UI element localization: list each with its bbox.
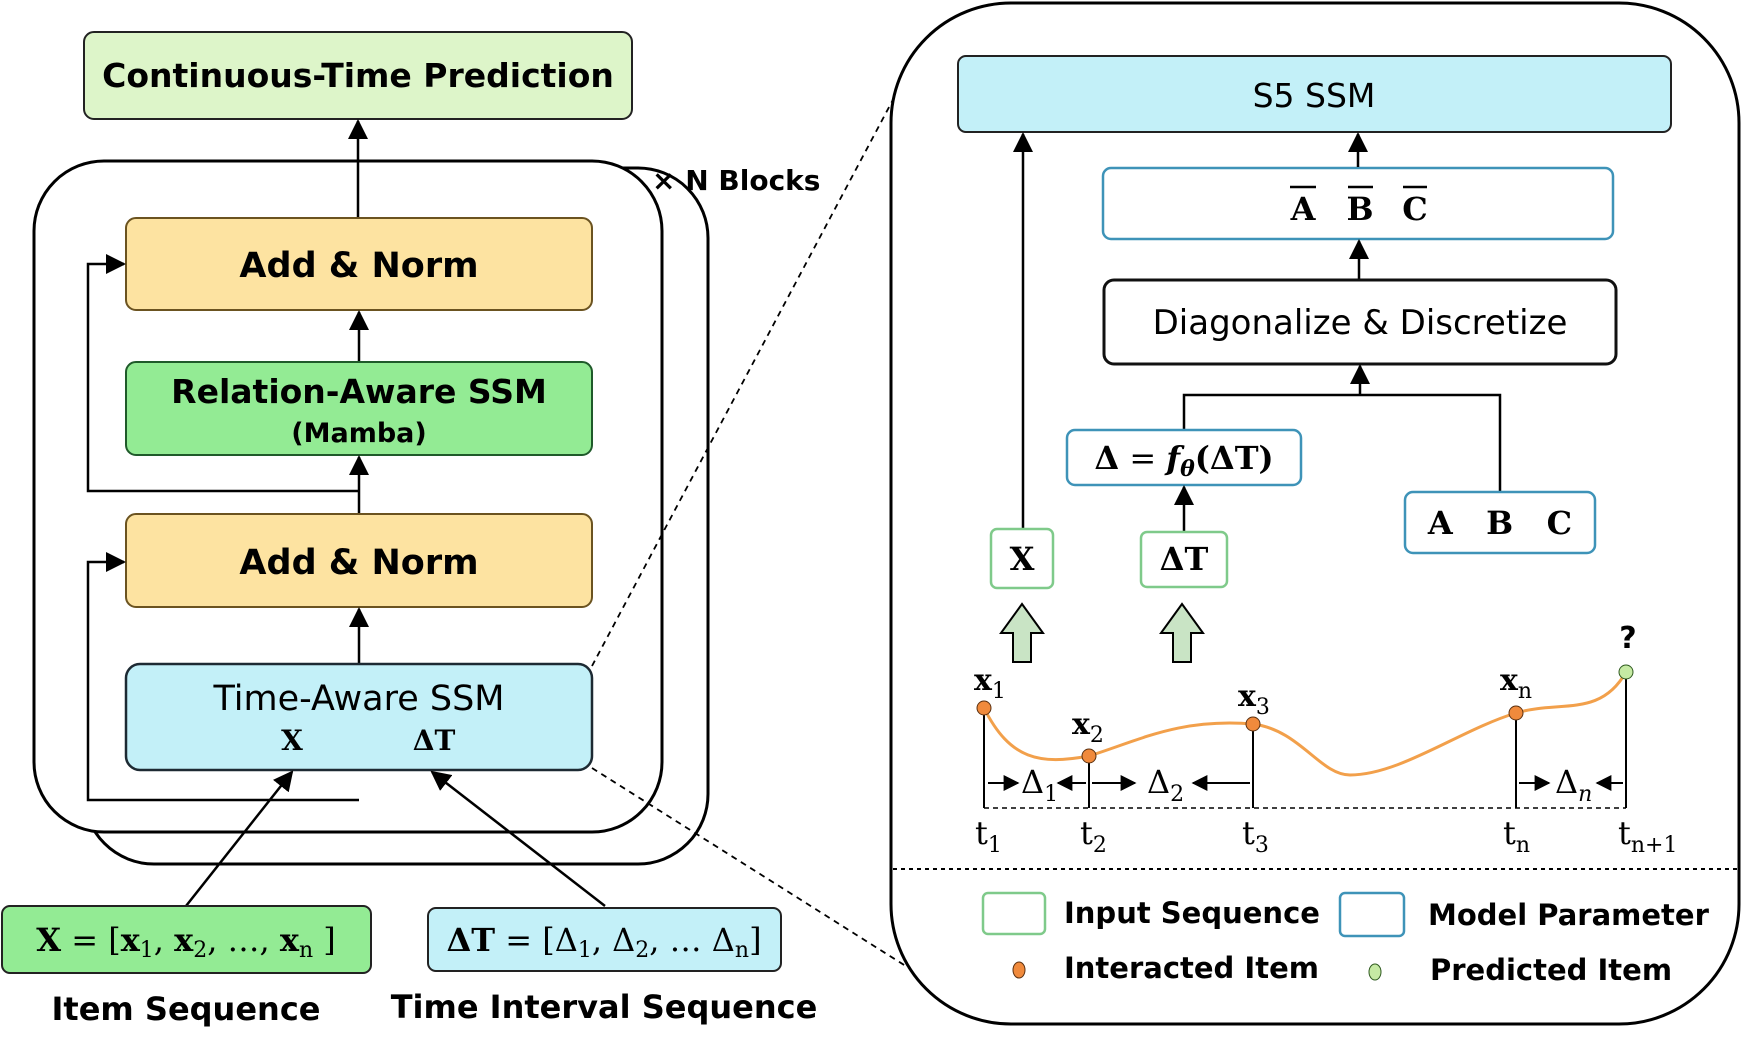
legend-interacted-label: Interacted Item xyxy=(1064,951,1319,985)
item-sequence-box: X = [x1, x2, …, xn ] xyxy=(1,905,372,974)
abc-param-box: A B C xyxy=(1403,490,1597,555)
prediction-box: Continuous-Time Prediction xyxy=(83,31,633,120)
legend: Input Sequence Model Parameter Interacte… xyxy=(981,891,1710,987)
time-ssm-box: Time-Aware SSM X ΔT xyxy=(124,662,594,772)
abar-label: A xyxy=(1290,190,1317,228)
item-point-2 xyxy=(1081,748,1097,764)
delta1-label: Δ1 xyxy=(1021,763,1058,807)
zoom-line-bottom xyxy=(591,767,921,976)
s5-ssm-label: S5 SSM xyxy=(1253,76,1376,115)
add-norm-bottom-label: Add & Norm xyxy=(239,543,478,583)
x-input-label: X xyxy=(1010,540,1035,578)
cbar-label: C xyxy=(1402,190,1427,228)
dt-up-hollow-arrow xyxy=(1159,602,1205,663)
time-label-3: t3 xyxy=(1242,814,1269,858)
add-norm-bottom-box: Add & Norm xyxy=(125,513,593,608)
time-sequence-box: ΔT = [Δ1, Δ2, … Δn] xyxy=(427,907,782,972)
prediction-label: Continuous-Time Prediction xyxy=(102,56,614,95)
item-point-3 xyxy=(1245,716,1261,732)
legend-input-label: Input Sequence xyxy=(1064,896,1320,930)
legend-interacted-dot xyxy=(1012,961,1026,979)
predicted-point xyxy=(1618,664,1634,680)
item-label-1: x1 xyxy=(974,663,1006,704)
residual-bottom xyxy=(86,552,359,802)
time-label-2: t2 xyxy=(1080,814,1107,858)
detail-panel xyxy=(889,1,1741,1026)
time-label-n: tn xyxy=(1503,814,1530,858)
timeline: Δ1 Δ2 Δn x1 x2 x3 xn ? t1 t2 t3 tn tn+1 xyxy=(974,621,1677,858)
item-label-3: x3 xyxy=(1238,679,1270,720)
s5-ssm-box: S5 SSM xyxy=(957,55,1672,133)
legend-model-label: Model Parameter xyxy=(1428,898,1710,932)
bbar-label: B xyxy=(1346,190,1373,228)
merge-connector xyxy=(1182,393,1502,492)
item-sequence-formula: X = [x1, x2, …, xn ] xyxy=(36,921,336,963)
item-label-2: x2 xyxy=(1072,707,1104,748)
relation-ssm-label: Relation-Aware SSM xyxy=(171,372,547,411)
relation-ssm-box: Relation-Aware SSM (Mamba) xyxy=(125,361,593,456)
relation-ssm-sublabel: (Mamba) xyxy=(291,418,426,449)
time-label-n1: tn+1 xyxy=(1618,814,1677,858)
arrow-item-seq xyxy=(185,770,294,907)
predicted-label: ? xyxy=(1619,621,1636,656)
dt-input-label: ΔT xyxy=(1160,540,1209,578)
delta-function-box: Δ = fθ(ΔT) xyxy=(1065,428,1303,487)
time-ssm-dt: ΔT xyxy=(413,724,456,757)
time-sequence-label: Time Interval Sequence xyxy=(391,988,818,1026)
zoom-line-top xyxy=(591,93,897,667)
legend-predicted-label: Predicted Item xyxy=(1430,953,1672,987)
delta-function-formula: Δ = fθ(ΔT) xyxy=(1094,439,1273,482)
x-input-box: X xyxy=(989,527,1055,590)
dt-input-box: ΔT xyxy=(1139,530,1229,589)
blocks-label: × N Blocks xyxy=(652,164,820,197)
delta2-label: Δ2 xyxy=(1147,763,1184,807)
diagonalize-label: Diagonalize & Discretize xyxy=(1153,303,1568,343)
time-sequence-formula: ΔT = [Δ1, Δ2, … Δn] xyxy=(446,921,761,963)
residual-top xyxy=(86,254,359,493)
abc-label: A B C xyxy=(1427,504,1572,542)
time-ssm-x: X xyxy=(281,724,303,757)
x-up-hollow-arrow xyxy=(999,602,1045,663)
interaction-curve xyxy=(982,671,1628,777)
deltan-label: Δn xyxy=(1555,763,1592,807)
diagonalize-box: Diagonalize & Discretize xyxy=(1102,278,1618,366)
arrow-time-seq xyxy=(430,770,606,907)
item-label-n: xn xyxy=(1500,663,1532,704)
add-norm-top-box: Add & Norm xyxy=(125,217,593,311)
legend-predicted-dot xyxy=(1368,963,1382,981)
legend-model-swatch xyxy=(1338,891,1406,938)
item-point-n xyxy=(1508,705,1524,721)
add-norm-top-label: Add & Norm xyxy=(239,246,478,286)
discretized-params-box: A B C xyxy=(1101,166,1615,241)
time-label-1: t1 xyxy=(975,814,1002,858)
legend-input-swatch xyxy=(981,891,1047,936)
item-sequence-label: Item Sequence xyxy=(52,990,321,1028)
time-ssm-label: Time-Aware SSM xyxy=(212,679,504,719)
item-point-1 xyxy=(976,700,992,716)
